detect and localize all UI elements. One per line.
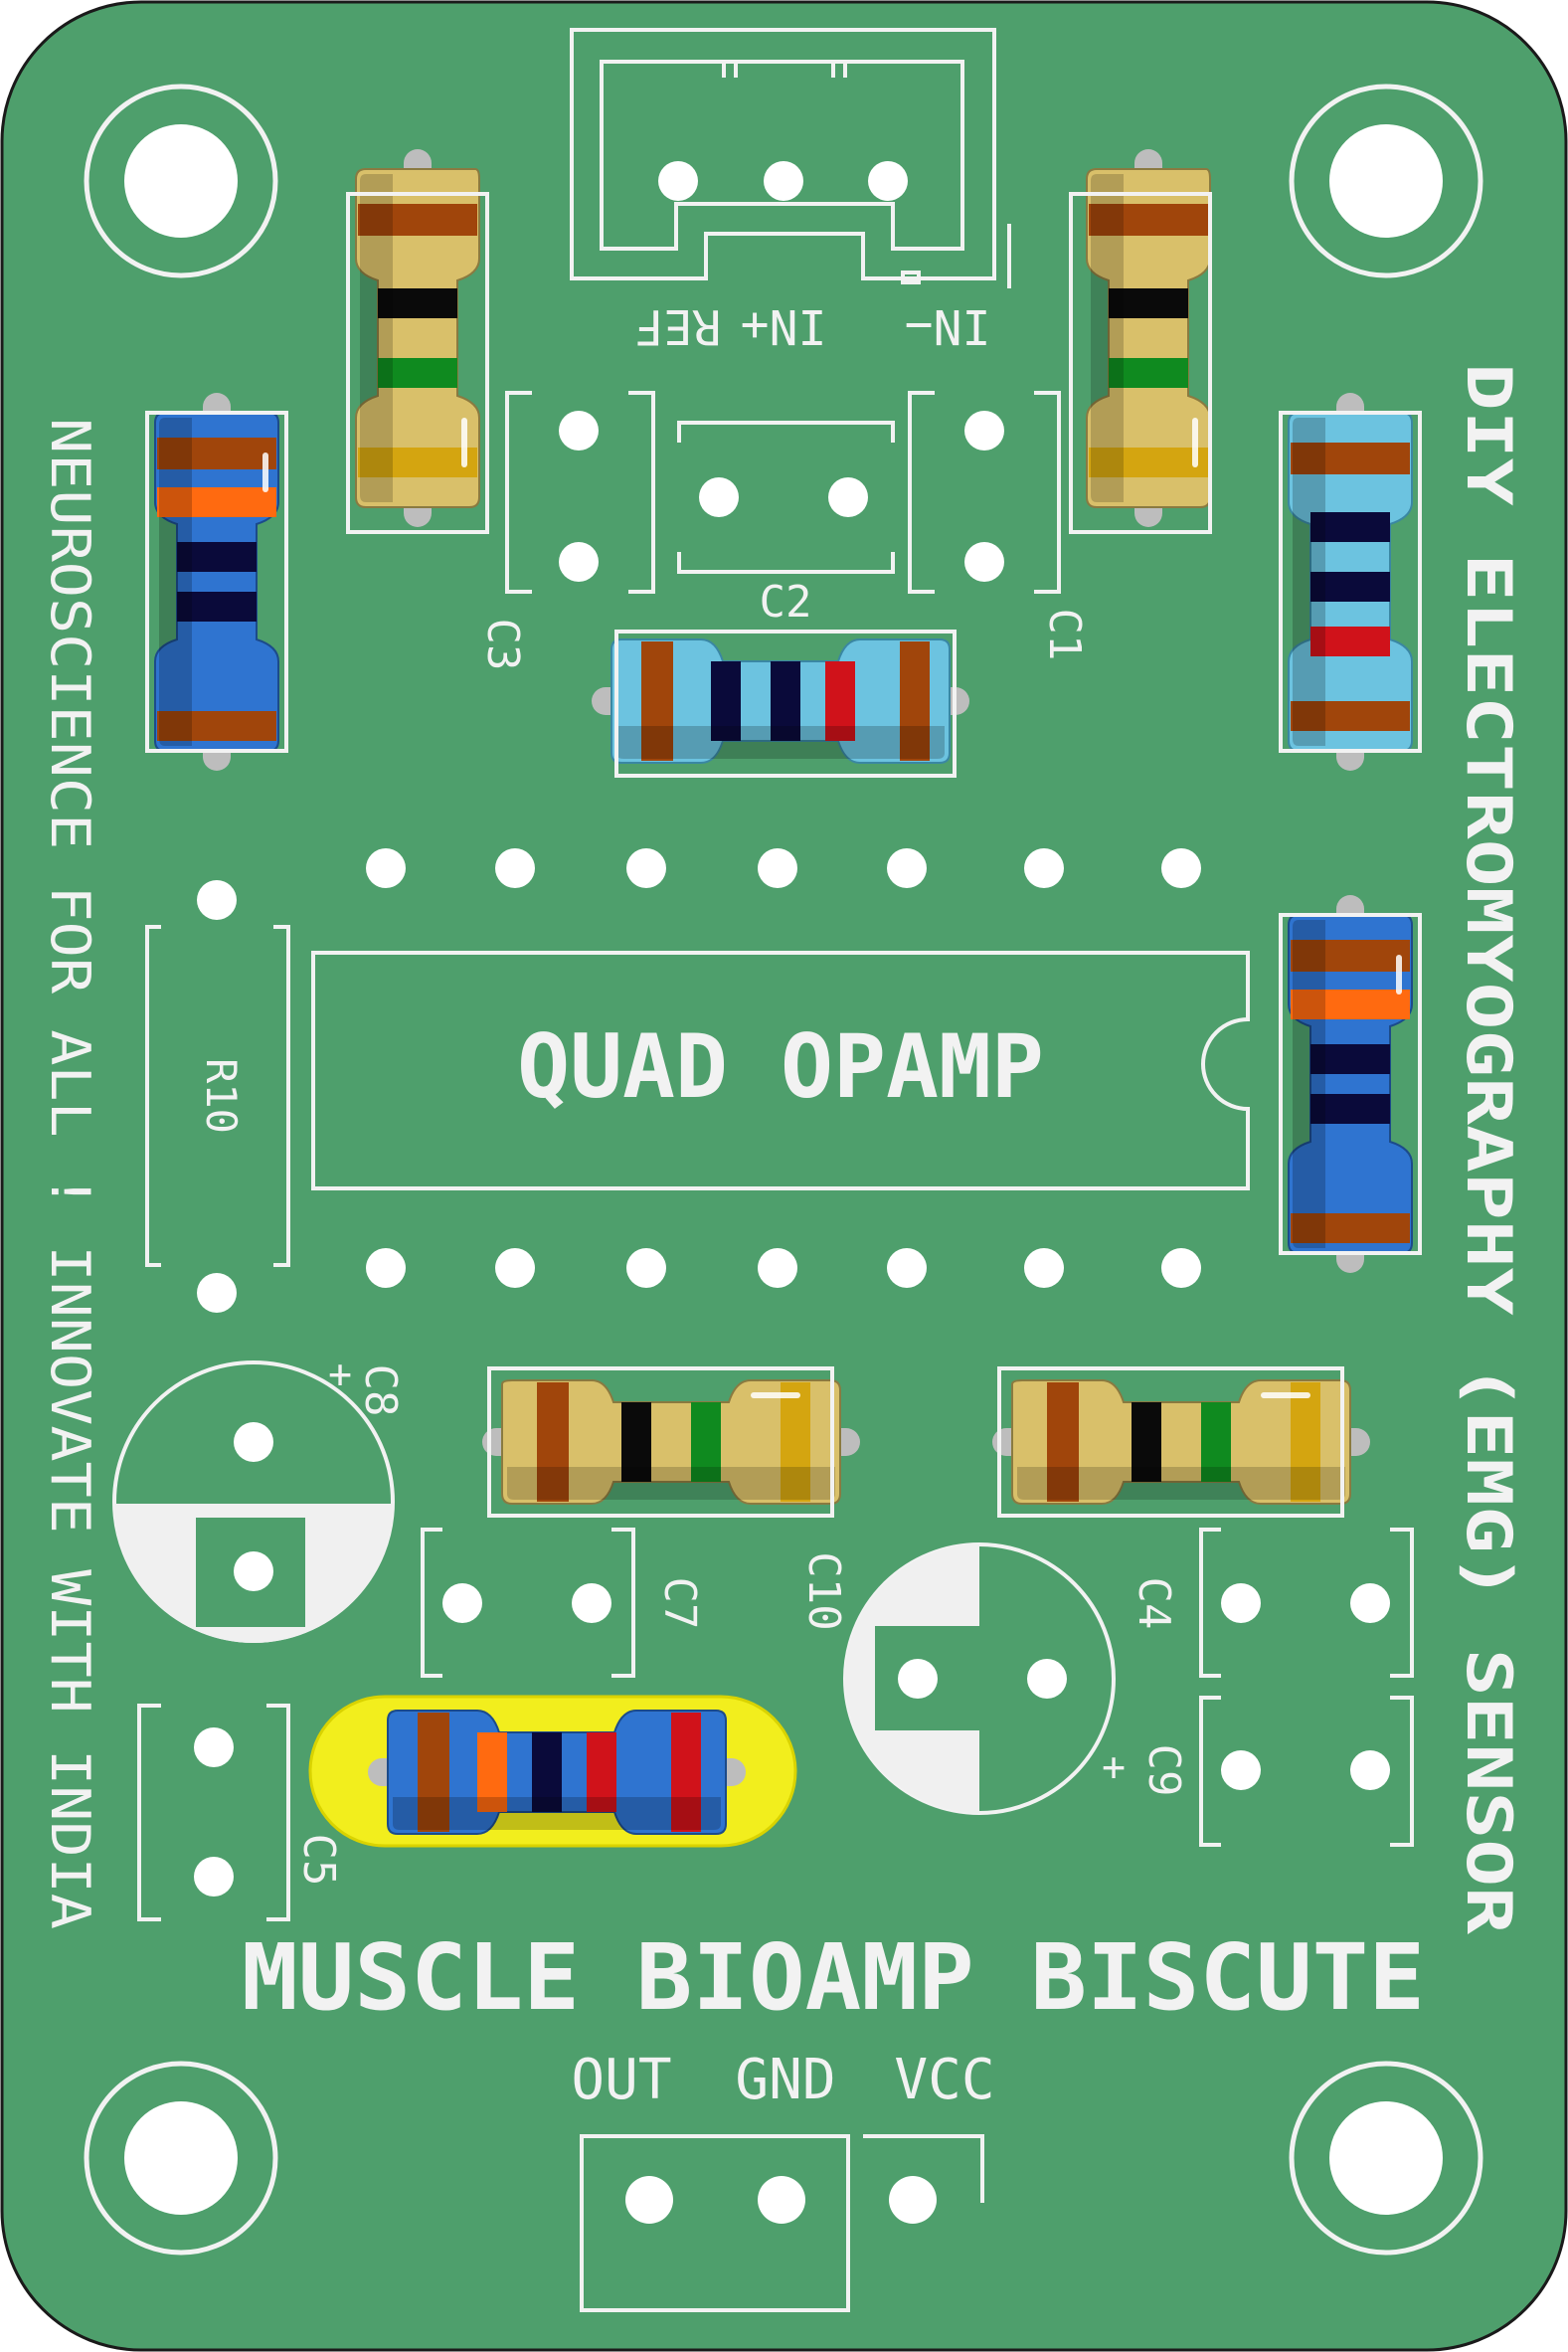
pad-icon (1350, 1750, 1390, 1790)
pad-icon (1221, 1583, 1261, 1623)
pad-icon (889, 2176, 937, 2224)
pad-icon (828, 477, 868, 517)
pad-icon (868, 161, 908, 201)
resistor-outline (1279, 913, 1422, 1255)
pad-icon (764, 161, 803, 201)
resistor-outline (1279, 411, 1422, 753)
pad-icon (194, 1857, 234, 1897)
pad-icon (964, 411, 1004, 451)
label-in-plus: IN+ (741, 298, 827, 354)
resistor-outline (487, 1366, 834, 1518)
resistor-outline (145, 411, 288, 753)
pad-icon (559, 411, 599, 451)
input-connector (570, 28, 1011, 288)
designator-c4: C4 (1129, 1577, 1179, 1630)
capacitor-c3-outline (505, 391, 1061, 594)
designator-c2: C2 (760, 577, 812, 628)
pad-icon (699, 477, 739, 517)
resistor-outline (1069, 192, 1212, 534)
side-text-left: NEUROSCIENCE FOR ALL ! INNOVATE WITH IND… (39, 418, 101, 1929)
designator-c10: C10 (798, 1551, 849, 1630)
designator-c8: C8 (355, 1364, 406, 1417)
label-vcc: VCC (894, 2048, 994, 2112)
resistor-outline (997, 1366, 1344, 1518)
ic-pins-top (366, 848, 1201, 888)
capacitor-c7-outline (421, 1528, 635, 1678)
ic-outline (311, 951, 1250, 1190)
plus-sign: + (1102, 1744, 1126, 1790)
label-in-minus: IN− (905, 298, 991, 354)
ic-pins-bottom (366, 1248, 1201, 1288)
resistor-outline (614, 630, 957, 778)
designator-c5: C5 (293, 1834, 344, 1887)
pad-icon (559, 542, 599, 582)
board-title: MUSCLE BIOAMP BISCUTE (242, 1924, 1425, 2031)
r10-outline (145, 925, 290, 1267)
label-gnd: GND (735, 2048, 835, 2112)
label-ref: REF (635, 298, 722, 354)
pad-icon (572, 1583, 611, 1623)
pad-icon (197, 880, 237, 920)
electrolytic-capacitor-icon (843, 1542, 1116, 1815)
designator-c9: C9 (1138, 1744, 1189, 1797)
side-text-right: DIY ELECTROMYOGRAPHY (EMG) SENSOR (1453, 363, 1525, 1935)
capacitor-c5-outline (137, 1704, 290, 1921)
pad-icon (964, 542, 1004, 582)
pad-icon (197, 1273, 237, 1313)
label-out: OUT (571, 2048, 671, 2112)
pad-icon (442, 1583, 482, 1623)
electrolytic-capacitor-icon (112, 1360, 395, 1643)
plus-sign: + (328, 1352, 352, 1397)
pad-icon (758, 2176, 805, 2224)
ic-label: QUAD OPAMP (517, 1015, 1044, 1118)
pad-icon (625, 2176, 673, 2224)
designator-c1: C1 (1039, 609, 1090, 661)
pad-icon (194, 1727, 234, 1767)
designator-r10: R10 (197, 1058, 246, 1134)
designator-c3: C3 (477, 619, 528, 671)
pad-icon (658, 161, 698, 201)
output-connector (580, 2134, 984, 2312)
pad-icon (1221, 1750, 1261, 1790)
resistor-outline (346, 192, 489, 534)
capacitor-c4-c9-outline (1199, 1528, 1414, 1847)
designator-c7: C7 (654, 1577, 705, 1630)
pad-icon (1350, 1583, 1390, 1623)
